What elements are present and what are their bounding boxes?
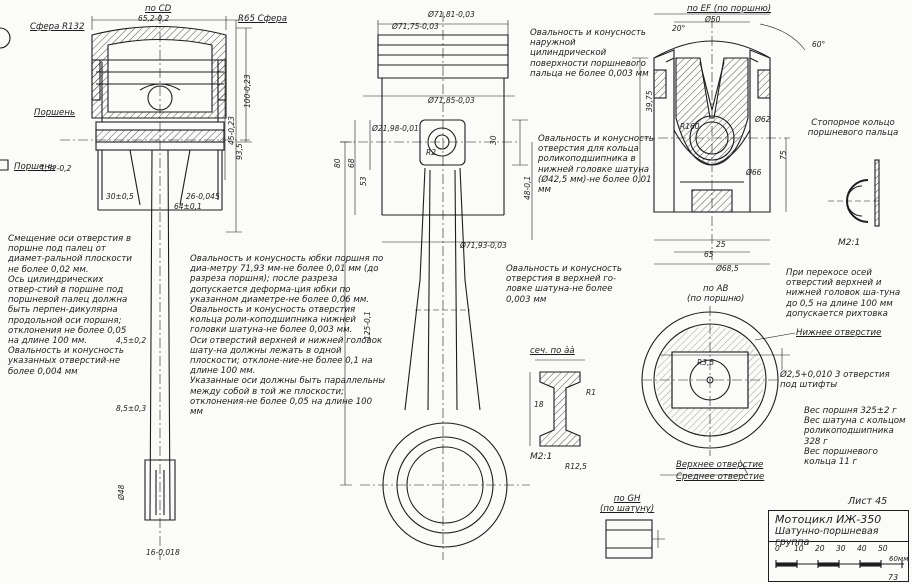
dim-h45: 45-0,23	[227, 116, 236, 145]
retaining-ring-view	[828, 159, 882, 227]
dim-r2: R2	[426, 148, 436, 157]
lower-hole-callout: Нижнее отверстие	[796, 328, 882, 338]
view-cd-label: по CD	[145, 4, 172, 14]
title-block: Мотоцикл ИЖ-350 Шатунно-поршневая группа…	[768, 510, 909, 582]
dim-d-pin: Ø21,98-0,01	[372, 124, 419, 133]
piston-view-ab	[641, 306, 796, 476]
scale-tick-0: 0	[775, 544, 780, 553]
dim-16: 16-0,018	[146, 548, 180, 557]
piston-lower-callout: Поршень	[14, 162, 56, 172]
piston-view-ef	[632, 13, 806, 265]
dim-h80: 80	[333, 158, 342, 168]
dim-h3975: 39,75	[645, 90, 654, 112]
piston-callout: Поршень	[34, 108, 76, 118]
view-ef-label: по EF (по поршню)	[687, 4, 772, 14]
dim-d48: Ø48	[117, 484, 126, 501]
dim-d62: Ø62	[755, 115, 771, 124]
dim-46: 4,5±0,2	[116, 336, 147, 345]
dim-d-top: Ø71,81-0,03	[428, 10, 475, 19]
sheet-number: Лист 45	[848, 496, 888, 507]
dim-h935: 93,5	[235, 143, 244, 160]
scale-bar	[775, 560, 904, 568]
dim-r35: R3,5	[697, 358, 715, 367]
sphere-r65-callout: R65 Сфера	[238, 14, 287, 24]
note-weights: Вес поршня 325±2 г Вес шатуна с кольцом …	[804, 406, 906, 468]
note-left: Смещение оси отверстия в поршне под пале…	[8, 234, 133, 377]
view-ab-label: по AB (по поршню)	[687, 284, 745, 305]
dim-26: 26-0,045	[186, 192, 220, 201]
dim-3005: 30±0,5	[106, 192, 134, 201]
dim-h100: 100-0,23	[243, 74, 252, 108]
scale-m2-label: М2:1	[530, 452, 553, 462]
sheet-subtitle: Шатунно-поршневая группа	[775, 526, 879, 548]
dim-642: 64±0,1	[174, 202, 202, 211]
dim-w25: 25	[716, 240, 726, 249]
scale-tick-60: 60мм	[889, 555, 909, 563]
rod-view-gh	[605, 519, 665, 559]
dim-len125: 125-0,1	[363, 311, 372, 340]
corner-number: 73	[888, 573, 899, 582]
dim-d-mid: Ø71,85-0,03	[428, 96, 475, 105]
ring-title-callout: Стопорное кольцо поршневого пальца	[807, 118, 899, 139]
scale-tick-10: 10	[794, 544, 804, 553]
middle-hole-callout: Среднее отверстие	[676, 472, 765, 482]
dim-d66: Ø66	[746, 168, 762, 177]
note-bearing: Овальность и конусность отверстия для ко…	[538, 134, 654, 196]
section-aa-label: сеч. по àà	[530, 346, 575, 356]
sheet-title: Мотоцикл ИЖ-350	[775, 513, 882, 526]
dim-h48: 48-0,1	[523, 176, 532, 200]
dim-h53: 53	[359, 176, 368, 186]
dim-d-skirt: Ø71,93-0,03	[460, 241, 507, 250]
dim-r1: R1	[586, 388, 596, 397]
rod-section-aa	[529, 359, 585, 447]
dim-85: 8,5±0,3	[116, 404, 147, 413]
pin-holes-callout: Ø2,5+0,010 3 отверстия под штифты	[780, 370, 890, 391]
scale-tick-50: 50	[878, 544, 888, 553]
dim-652: 65,2-0,2	[138, 14, 170, 23]
scale-tick-30: 30	[836, 544, 846, 553]
dim-h68: 68	[347, 158, 356, 168]
dim-d65: 65	[704, 250, 714, 259]
note-pin: Овальность и конусность наружной цилиндр…	[530, 28, 649, 79]
dim-r160: R160	[680, 122, 700, 131]
dim-d685: Ø68,5	[716, 264, 739, 273]
view-gh-label: по GH (по шатуну)	[600, 494, 655, 515]
dim-h30: 30	[489, 135, 498, 145]
dim-d-upper: Ø71,75-0,03	[392, 22, 439, 31]
piston-section-view-cd	[60, 14, 252, 560]
note-middle: Овальность и конусность юбки поршня по д…	[190, 254, 386, 418]
dim-d50: Ø50	[705, 15, 721, 24]
connecting-rod-view	[340, 12, 533, 560]
upper-hole-callout: Верхнее отверстие	[676, 460, 764, 470]
dim-18: 18	[534, 400, 544, 409]
binding-marks	[0, 27, 11, 171]
scale-tick-20: 20	[815, 544, 825, 553]
dim-a20: 20°	[672, 24, 686, 33]
dim-a60: 60°	[812, 40, 826, 49]
title-divider	[769, 541, 908, 542]
dim-h75: 75	[779, 150, 788, 160]
scale-ring-label: М2:1	[838, 238, 861, 248]
note-skew: При перекосе осей отверстий верхней и ни…	[786, 268, 901, 319]
dim-r125: R12,5	[565, 462, 587, 471]
dim-152: 1,52-0,2	[40, 164, 72, 173]
note-upper-head: Овальность и конусность отверстия в верх…	[506, 264, 622, 305]
sphere-r132-callout: Сфера R132	[30, 22, 85, 32]
scale-tick-40: 40	[857, 544, 867, 553]
